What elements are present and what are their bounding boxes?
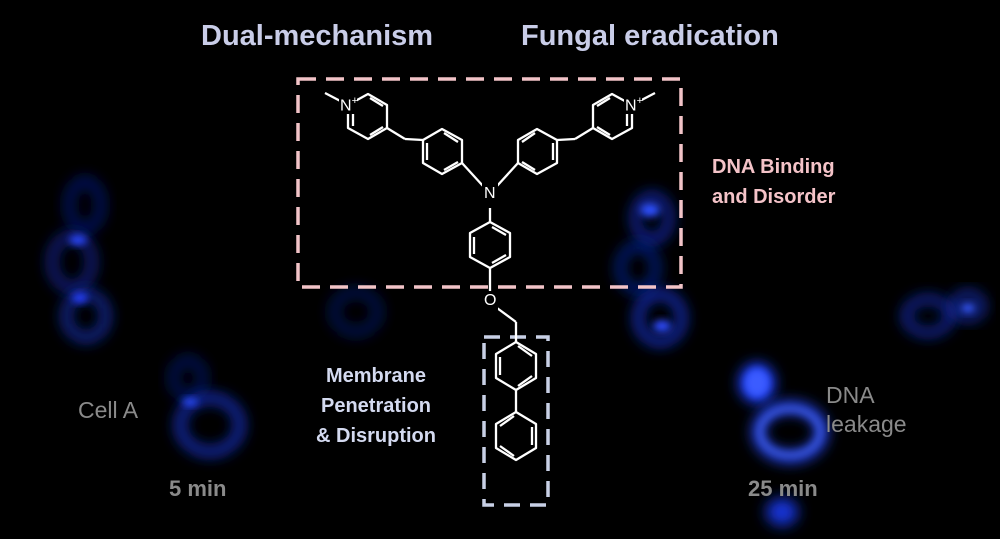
cell-a: [169, 356, 245, 457]
biphenyl-ring-lower: [494, 410, 538, 462]
cell-cluster-far-right: [902, 291, 985, 337]
left-phenyl-ring: [421, 127, 464, 176]
cell-cluster-center-right: [616, 192, 686, 346]
membrane-line-3: & Disruption: [316, 425, 436, 447]
dna-binding-line-1: DNA Binding: [712, 156, 835, 178]
atom-label-masks: [339, 96, 642, 311]
title-fungal-eradication: Fungal eradication: [521, 20, 779, 52]
biphenyl-ring-upper: [494, 340, 538, 392]
dna-binding-label: DNA Binding and Disorder: [712, 152, 835, 212]
right-phenyl-ring: [516, 127, 559, 176]
dna-leakage-line-2: leakage: [826, 411, 907, 437]
time-5-min: 5 min: [169, 476, 227, 501]
dna-binding-box: [296, 77, 683, 289]
atom-n-center: N: [484, 185, 496, 202]
cell-cluster-left: [48, 177, 110, 342]
fungal-cells: [48, 177, 985, 526]
bottom-phenyl-ring: [468, 220, 512, 270]
membrane-box: [482, 335, 550, 507]
membrane-label: Membrane Penetration & Disruption: [300, 361, 452, 451]
dna-leakage-line-1: DNA: [826, 382, 875, 408]
cell-center-faint: [330, 288, 382, 336]
atom-n-left: N+: [340, 95, 358, 115]
cell-dna-leakage: [739, 363, 828, 526]
membrane-line-2: Penetration: [320, 395, 432, 417]
time-25-min: 25 min: [748, 476, 818, 501]
title-dual-mechanism: Dual-mechanism: [201, 20, 434, 52]
dna-binding-line-2: and Disorder: [712, 186, 836, 208]
atom-o: O: [484, 292, 497, 309]
dna-leakage-label: DNA leakage: [826, 381, 907, 439]
cell-a-label: Cell A: [78, 397, 139, 423]
molecule-structure: [324, 91, 656, 462]
membrane-line-1: Membrane: [325, 365, 427, 387]
atom-n-right: N+: [625, 95, 643, 115]
